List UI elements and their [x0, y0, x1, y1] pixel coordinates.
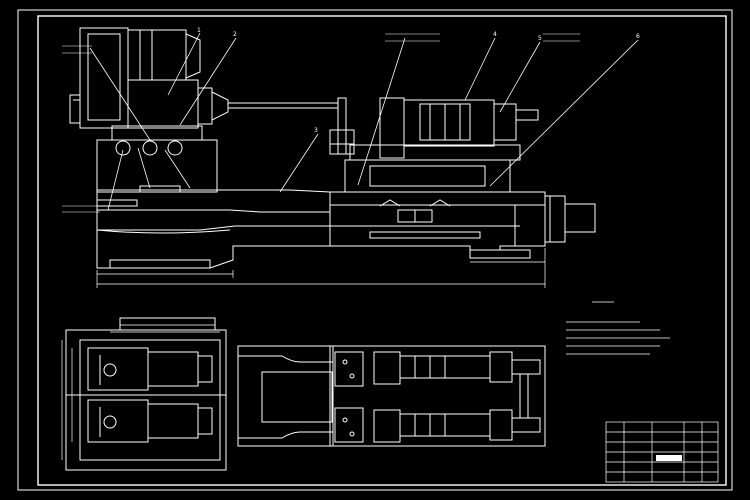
callout-6: 6 — [636, 33, 640, 40]
tailstock-slide — [344, 97, 539, 223]
callout-5: 5 — [538, 35, 542, 42]
plan-headstock-block — [65, 317, 227, 471]
callout-text-blocks — [62, 33, 580, 213]
leader-lines — [89, 32, 639, 211]
plan-dimension-lines — [61, 324, 220, 460]
plan-slide — [329, 345, 546, 447]
gearbox-headstock — [69, 27, 339, 129]
callout-numbers: 1 2 3 4 5 6 — [197, 27, 640, 134]
front-elevation-view — [62, 27, 639, 288]
callout-3: 3 — [314, 127, 318, 134]
top-motor — [127, 29, 201, 81]
callout-2: 2 — [233, 31, 237, 38]
dimension-lines — [96, 248, 546, 288]
title-block — [605, 421, 719, 483]
sheet-border — [17, 9, 733, 491]
work-support — [329, 97, 355, 155]
headstock-pedestal — [96, 125, 218, 193]
callout-4: 4 — [493, 31, 497, 38]
end-cap-motor — [544, 195, 596, 243]
technical-notes — [566, 301, 670, 355]
plan-bed — [237, 345, 334, 447]
plan-view — [61, 317, 546, 471]
callout-1: 1 — [197, 27, 201, 34]
machine-bed — [96, 189, 546, 269]
